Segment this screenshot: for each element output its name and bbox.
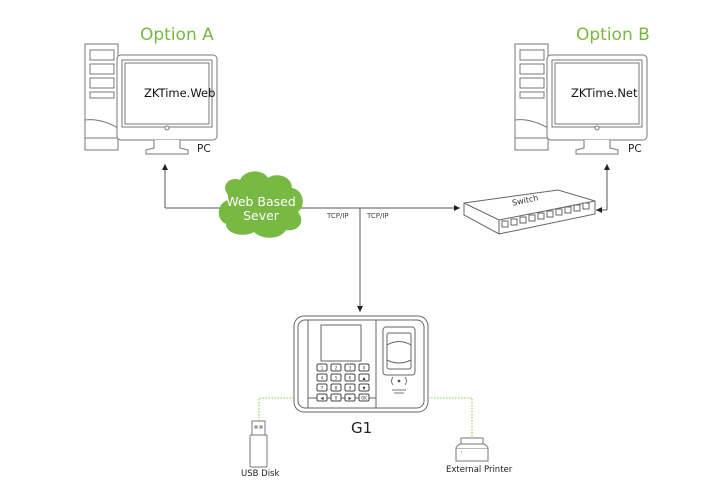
keypad-key-label: ◀ — [320, 396, 324, 401]
keypad-key — [316, 373, 328, 382]
switch-device — [463, 189, 596, 235]
keypad-key — [358, 363, 370, 372]
g1-screen — [320, 324, 362, 362]
cloud-label-line2: Sever — [243, 208, 279, 223]
usb-disk-icon — [249, 420, 268, 468]
fingerprint-sensor — [382, 326, 416, 376]
connection-lines — [162, 164, 610, 312]
keypad-key-label: ▼ — [362, 386, 366, 391]
keypad-key-label: ▶ — [348, 396, 352, 401]
cloud-shape — [218, 171, 303, 238]
keypad-key-label: 3 — [349, 366, 352, 371]
keypad-key — [358, 383, 370, 392]
keypad-key — [316, 363, 328, 372]
keypad-key — [344, 383, 356, 392]
pc-a — [84, 43, 218, 155]
keypad-key-label: ▲ — [362, 376, 366, 381]
rfid-icon — [391, 376, 407, 394]
keypad-key-label: 7 — [321, 386, 324, 391]
keypad-key-label: 1 — [321, 366, 324, 371]
option-b-pc-label: PC — [628, 143, 642, 155]
keypad-key — [330, 363, 342, 372]
keypad-key-label: 0 — [335, 396, 338, 401]
keypad-key-label: 9 — [349, 386, 352, 391]
keypad-key — [330, 383, 342, 392]
keypad-key-label: 2 — [335, 366, 338, 371]
option-a-title: Option A — [140, 25, 214, 45]
pc-b — [514, 43, 648, 155]
tcp-label-right: TCP/IP — [367, 212, 389, 220]
option-a-software: ZKTime.Web — [144, 86, 216, 100]
keypad-key-label: 4 — [321, 376, 324, 381]
keypad-key-label: OK — [361, 396, 367, 401]
pc-b-monitor — [546, 54, 648, 155]
cloud-label: Web Based Sever — [226, 195, 296, 223]
keypad-key — [316, 383, 328, 392]
keypad-key — [358, 393, 370, 402]
usb-disk-label: USB Disk — [241, 469, 280, 479]
external-printer-label: External Printer — [446, 465, 513, 475]
pc-a-monitor — [116, 54, 218, 155]
option-a-pc-label: PC — [197, 143, 211, 155]
keypad-key — [344, 373, 356, 382]
option-b-title: Option B — [576, 25, 650, 45]
g1-label: G1 — [351, 419, 373, 437]
keypad-key — [316, 393, 328, 402]
keypad-key — [344, 393, 356, 402]
external-printer-icon — [455, 437, 489, 462]
keypad-key — [344, 363, 356, 372]
pc-b-tower — [514, 43, 549, 151]
keypad-key-label: 5 — [335, 376, 338, 381]
cloud-label-line1: Web Based — [226, 194, 296, 209]
keypad-key — [358, 373, 370, 382]
keypad-key — [330, 393, 342, 402]
keypad-key — [330, 373, 342, 382]
keypad-key-label: 8 — [335, 386, 338, 391]
tcp-label-left: TCP/IP — [327, 212, 349, 220]
pc-a-tower — [84, 43, 119, 151]
keypad-key-label: 0 — [363, 366, 366, 371]
keypad-key-label: 6 — [349, 376, 352, 381]
option-b-software: ZKTime.Net — [571, 86, 638, 100]
g1-keypad: 1 2 3 0 4 5 6 ▲ 7 8 9 ▼ ◀ 0 ▶ OK — [316, 363, 370, 402]
